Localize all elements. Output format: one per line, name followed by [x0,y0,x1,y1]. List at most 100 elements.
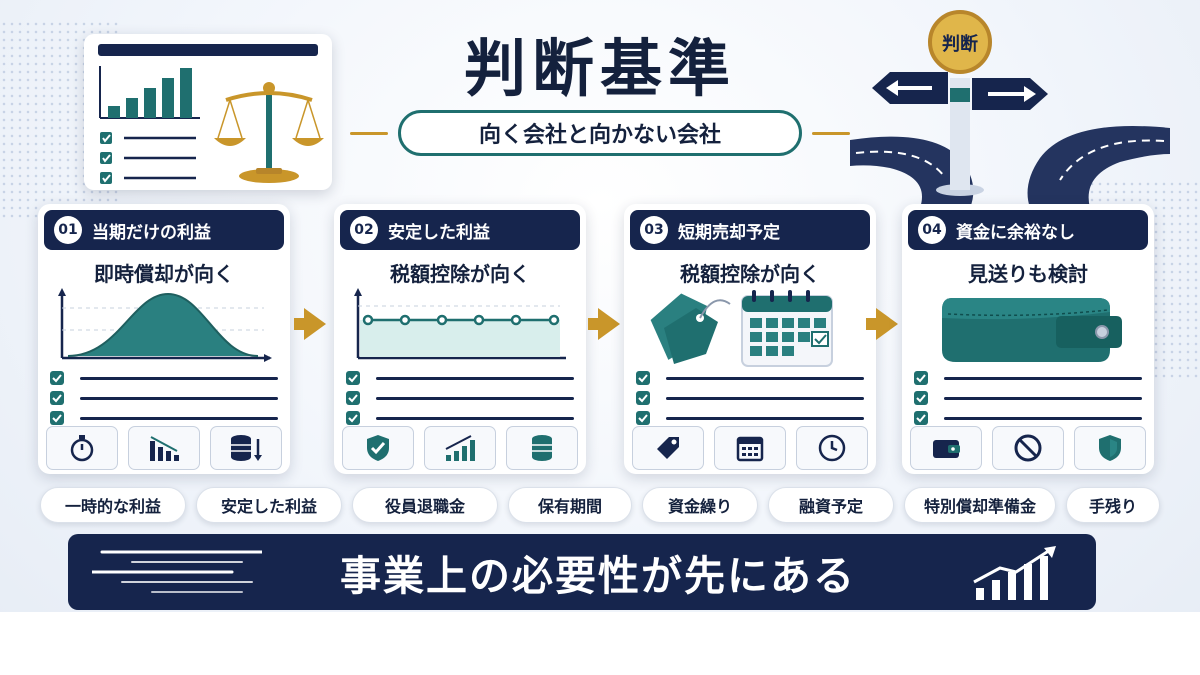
card-recommendation: 税額控除が向く [680,262,820,286]
clock-icon [796,426,868,470]
price-tags-icon [650,293,731,364]
tags-and-calendar-illustration [634,288,866,368]
card-number-badge: 02 [350,216,378,244]
keyword-pill: 資金繰り [642,487,758,523]
calendar-icon [714,426,786,470]
checklist [50,368,278,428]
icon-row [342,426,578,470]
checkbox-icon [346,411,360,425]
card-recommendation: 見送りも検討 [968,262,1088,286]
flow-arrow-stem [294,318,306,330]
flat-line-chart [344,288,576,368]
flow-arrow-icon [876,308,898,340]
checklist-item [346,368,574,388]
checkbox-icon [50,391,64,405]
checkbox-icon [346,371,360,385]
checkbox-icon [914,411,928,425]
wallet-icon [910,426,982,470]
checkbox-icon [636,411,650,425]
keyword-pill: 安定した利益 [196,487,342,523]
keyword-pill: 一時的な利益 [40,487,186,523]
checklist [346,368,574,428]
card-number-badge: 04 [918,216,946,244]
conclusion-banner: 事業上の必要性が先にある [68,534,1096,610]
checklist-item [636,408,864,428]
calendar-illustration-icon [741,290,833,367]
checkbox-icon [50,411,64,425]
card-title: 当期だけの利益 [92,222,211,243]
checkbox-icon [914,371,928,385]
icon-row [46,426,282,470]
speed-lines-icon [92,550,262,593]
price-tag-icon [632,426,704,470]
keyword-pill: 役員退職金 [352,487,498,523]
keyword-pill: 手残り [1066,487,1160,523]
signpost-icon: 判断 [850,10,1170,208]
card-number-badge: 01 [54,216,82,244]
report-illustration-icon [98,44,324,184]
wallet-illustration-icon [942,298,1122,362]
conclusion-text: 事業上の必要性が先にある [340,552,856,600]
card-header: 03 短期売却予定 [630,210,870,250]
flow-arrow-icon [304,308,326,340]
subtitle-deco-right [812,132,850,135]
checklist-item [50,388,278,408]
flow-arrow-icon [598,308,620,340]
criteria-card-02: 02 安定した利益 税額控除が向く [334,204,586,474]
icon-row [910,426,1146,470]
checklist-item [346,388,574,408]
card-header: 01 当期だけの利益 [44,210,284,250]
keyword-pill: 融資予定 [768,487,894,523]
card-recommendation: 即時償却が向く [94,262,234,286]
flow-arrow-stem [588,318,600,330]
keyword-pill: 特別償却準備金 [904,487,1056,523]
checklist-item [914,368,1142,388]
growth-chart-icon [973,546,1056,600]
checkbox-icon [50,371,64,385]
icon-row [632,426,868,470]
declining-bar-chart-icon [128,426,200,470]
checklist-item [50,368,278,388]
prohibited-icon [992,426,1064,470]
criteria-card-03: 03 短期売却予定 税額控除が向く [624,204,876,474]
checkbox-icon [346,391,360,405]
card-number-badge: 03 [640,216,668,244]
checklist-item [50,408,278,428]
criteria-card-04: 04 資金に余裕なし 見送りも検討 [902,204,1154,474]
checklist-item [636,368,864,388]
bell-curve-chart [48,288,280,368]
card-title: 資金に余裕なし [956,222,1075,243]
keyword-pill: 保有期間 [508,487,632,523]
shield-check-icon [342,426,414,470]
subtitle-deco-left [350,132,388,135]
shield-icon [1074,426,1146,470]
card-header: 04 資金に余裕なし [908,210,1148,250]
stopwatch-icon [46,426,118,470]
checklist-item [914,388,1142,408]
subtitle: 向く会社と向かない会社 [398,110,802,156]
checkbox-icon [914,391,928,405]
checklist-item [636,388,864,408]
checkbox-icon [636,391,650,405]
checklist-item [914,408,1142,428]
criteria-card-01: 01 当期だけの利益 即時償却が向く [38,204,290,474]
coin-stack-icon [506,426,578,470]
balance-scale-icon [214,82,324,183]
card-recommendation: 税額控除が向く [390,262,530,286]
flow-arrow-stem [866,318,878,330]
signpost-illustration: 判断 [850,8,1170,208]
signpost-label: 判断 [942,33,978,55]
page-title: 判断基準 [463,32,736,105]
checklist-item [346,408,574,428]
card-title: 短期売却予定 [678,222,780,243]
checklist [636,368,864,428]
subtitle-group: 向く会社と向かない会社 [350,110,850,156]
wallet-illustration [912,288,1144,368]
bottom-margin [0,612,1200,675]
coin-stack-down-icon [210,426,282,470]
checklist [914,368,1142,428]
card-title: 安定した利益 [388,222,490,243]
chart-checklist-illustration [84,34,332,190]
checkbox-icon [636,371,650,385]
